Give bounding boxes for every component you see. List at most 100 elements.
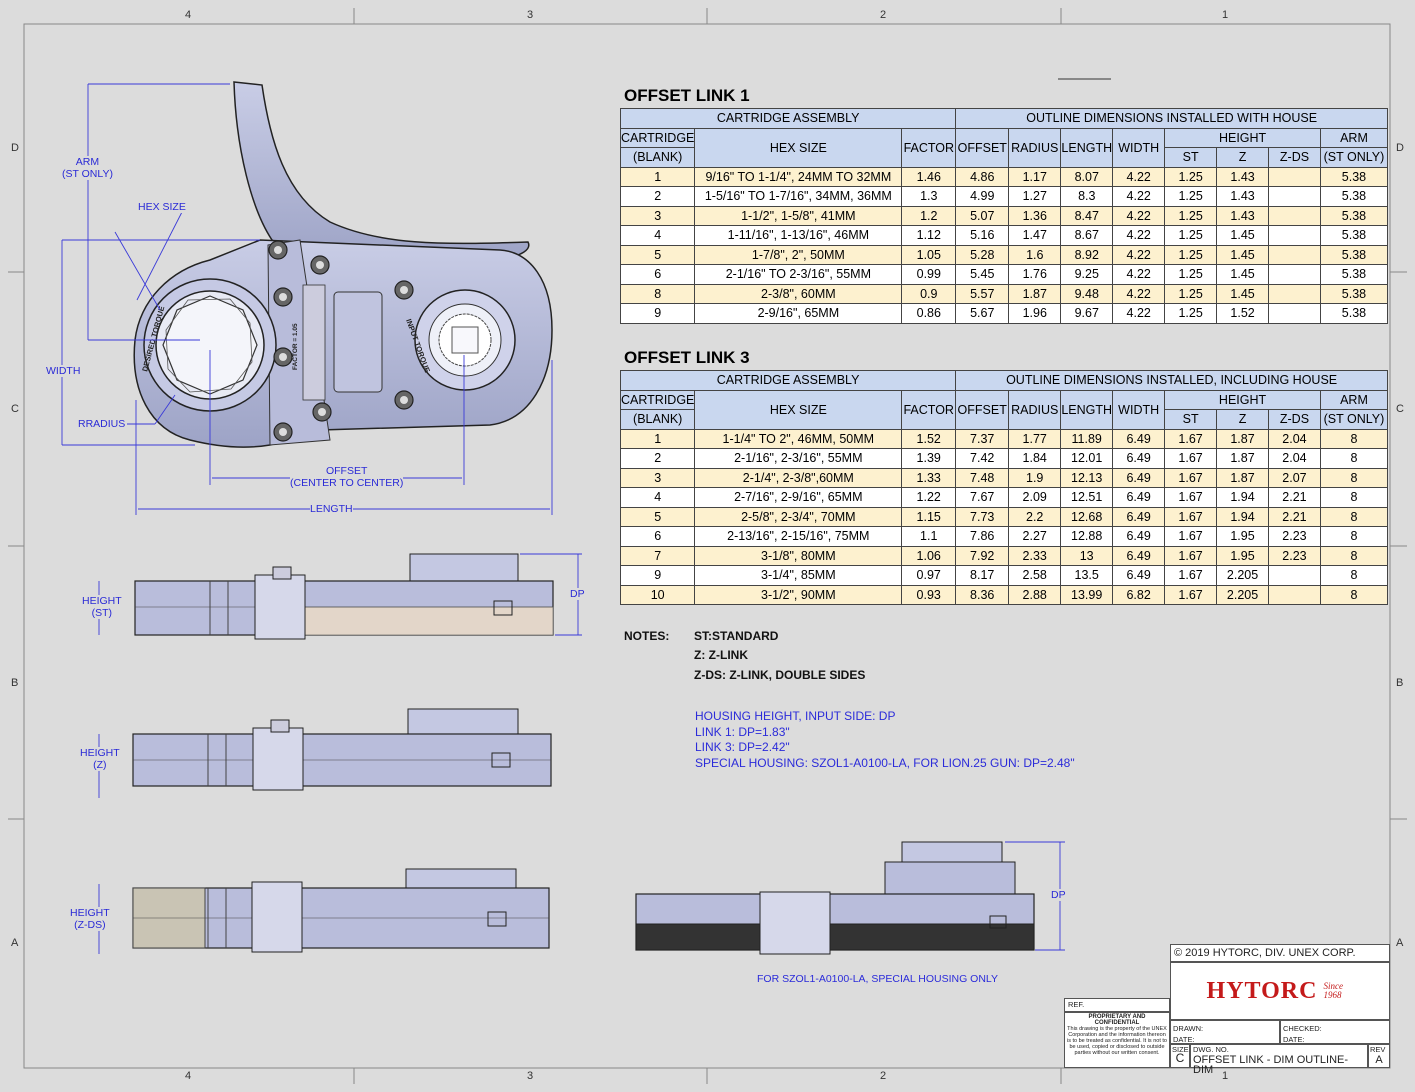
table-cell: 2.21 bbox=[1268, 487, 1321, 508]
ref-box: REF. bbox=[1064, 998, 1170, 1012]
table-cell: 4.22 bbox=[1112, 283, 1166, 304]
dim-offset-label: OFFSET(CENTER TO CENTER) bbox=[290, 465, 404, 489]
table-cell: 1.05 bbox=[901, 244, 957, 265]
table-cell: 1.39 bbox=[901, 448, 957, 469]
zone-row-b-left: B bbox=[11, 677, 19, 689]
table-cell: 1.67 bbox=[1164, 545, 1218, 566]
table-cell: 2-5/8", 2-3/4", 70MM bbox=[694, 506, 903, 527]
table-cell: 6.49 bbox=[1112, 526, 1166, 547]
proprietary-box: PROPRIETARY AND CONFIDENTIAL This drawin… bbox=[1064, 1012, 1170, 1068]
table-cell: 6.49 bbox=[1112, 565, 1166, 586]
table-cell: 1.25 bbox=[1164, 166, 1218, 187]
table-cell: 5.07 bbox=[955, 205, 1010, 226]
table-cell: 2.21 bbox=[1268, 506, 1321, 527]
table-cell: 1.47 bbox=[1008, 225, 1062, 246]
table-cell: 2-3/8", 60MM bbox=[694, 283, 903, 304]
table-cell: 4 bbox=[619, 225, 696, 246]
special-housing-caption: FOR SZOL1-A0100-LA, SPECIAL HOUSING ONLY bbox=[757, 973, 998, 985]
rev-label: REV bbox=[1370, 1045, 1386, 1054]
table-cell: 9.67 bbox=[1060, 303, 1114, 324]
table-cell: 1.67 bbox=[1164, 565, 1218, 586]
table-cell: 3-1/2", 90MM bbox=[694, 584, 903, 605]
reaction-arm bbox=[233, 81, 530, 263]
table-cell: 1.33 bbox=[901, 467, 957, 488]
table-cell: 1.17 bbox=[1008, 166, 1062, 187]
link1-h-width: WIDTH bbox=[1112, 127, 1166, 168]
link3-h-height: HEIGHT bbox=[1164, 389, 1321, 410]
table-cell: 2-1/16" TO 2-3/16", 55MM bbox=[694, 264, 903, 285]
link1-h-hex: HEX SIZE bbox=[694, 127, 903, 168]
table-cell: 2.04 bbox=[1268, 448, 1321, 469]
table-cell: 1-11/16", 1-13/16", 46MM bbox=[694, 225, 903, 246]
table-cell: 1.67 bbox=[1164, 584, 1218, 605]
link1-h-st: ST bbox=[1164, 147, 1218, 168]
table-cell: 1.25 bbox=[1164, 303, 1218, 324]
table-cell: 1.9 bbox=[1008, 467, 1062, 488]
table-cell: 5.38 bbox=[1319, 264, 1389, 285]
hytorc-logo: HYTORC bbox=[1206, 977, 1318, 1004]
table-cell: 12.01 bbox=[1060, 448, 1114, 469]
link3-h-z: Z bbox=[1216, 409, 1269, 430]
table-cell: 4.22 bbox=[1112, 166, 1166, 187]
zone-row-a-left: A bbox=[11, 937, 19, 949]
housing-note-3: LINK 3: DP=2.42" bbox=[695, 740, 790, 754]
link1-h-z: Z bbox=[1216, 147, 1270, 168]
dim-arm-label: ARM(ST ONLY) bbox=[62, 156, 113, 180]
table-cell: 4 bbox=[619, 487, 696, 508]
table-cell: 1.1 bbox=[901, 526, 957, 547]
table-cell: 1-5/16" TO 1-7/16", 34MM, 36MM bbox=[694, 186, 903, 207]
housing-note-1: HOUSING HEIGHT, INPUT SIDE: DP bbox=[695, 709, 896, 723]
zone-row-d-left: D bbox=[11, 142, 19, 154]
table-cell: 7.67 bbox=[955, 487, 1010, 508]
table-cell: 0.93 bbox=[901, 584, 957, 605]
table-cell: 8 bbox=[1319, 526, 1389, 547]
table-cell: 6 bbox=[619, 526, 696, 547]
table-cell: 1.25 bbox=[1164, 264, 1218, 285]
table-cell: 8 bbox=[1319, 487, 1389, 508]
table-cell bbox=[1268, 166, 1321, 187]
table-cell: 8 bbox=[1319, 506, 1389, 527]
dim-height-st-label: HEIGHT(ST) bbox=[82, 595, 122, 619]
table-cell: 8 bbox=[1319, 584, 1389, 605]
rev-box: REV A bbox=[1368, 1044, 1390, 1068]
table-cell: 5.38 bbox=[1319, 244, 1389, 265]
table-cell: 9.25 bbox=[1060, 264, 1114, 285]
link1-h-factor: FACTOR bbox=[901, 127, 957, 168]
factor-engraving: FACTOR = 1.05 bbox=[292, 323, 299, 370]
link1-h-arm: ARM bbox=[1319, 127, 1389, 148]
link1-h-blank: (BLANK) bbox=[619, 147, 696, 168]
table-cell: 1.94 bbox=[1216, 506, 1269, 527]
table-cell: 1.15 bbox=[901, 506, 957, 527]
table-cell: 5.38 bbox=[1319, 303, 1389, 324]
table-cell: 4.22 bbox=[1112, 303, 1166, 324]
table-cell: 3 bbox=[619, 467, 696, 488]
table-cell: 8.92 bbox=[1060, 244, 1114, 265]
table-cell: 1.45 bbox=[1216, 264, 1270, 285]
drawn-date-label: DATE: bbox=[1173, 1035, 1195, 1044]
dim-hex-size-label: HEX SIZE bbox=[138, 201, 186, 213]
table-cell: 1.45 bbox=[1216, 283, 1270, 304]
table-cell: 5.38 bbox=[1319, 205, 1389, 226]
side-view-st bbox=[98, 553, 582, 640]
since-1968: Since 1968 bbox=[1323, 981, 1343, 1000]
special-housing-view bbox=[635, 841, 1065, 955]
table-cell: 8 bbox=[1319, 545, 1389, 566]
table-cell: 2.23 bbox=[1268, 545, 1321, 566]
table-cell: 1.95 bbox=[1216, 545, 1269, 566]
link3-title: OFFSET LINK 3 bbox=[624, 348, 750, 367]
table-cell: 2.09 bbox=[1008, 487, 1062, 508]
dwg-no-value: OFFSET LINK - DIM OUTLINE-DIM bbox=[1193, 1054, 1349, 1076]
table-cell: 13.99 bbox=[1060, 584, 1114, 605]
table-cell: 0.9 bbox=[901, 283, 957, 304]
table-cell: 2 bbox=[619, 186, 696, 207]
proprietary-text: This drawing is the property of the UNEX… bbox=[1067, 1026, 1167, 1056]
table-cell: 0.99 bbox=[901, 264, 957, 285]
table-cell: 1.67 bbox=[1164, 487, 1218, 508]
